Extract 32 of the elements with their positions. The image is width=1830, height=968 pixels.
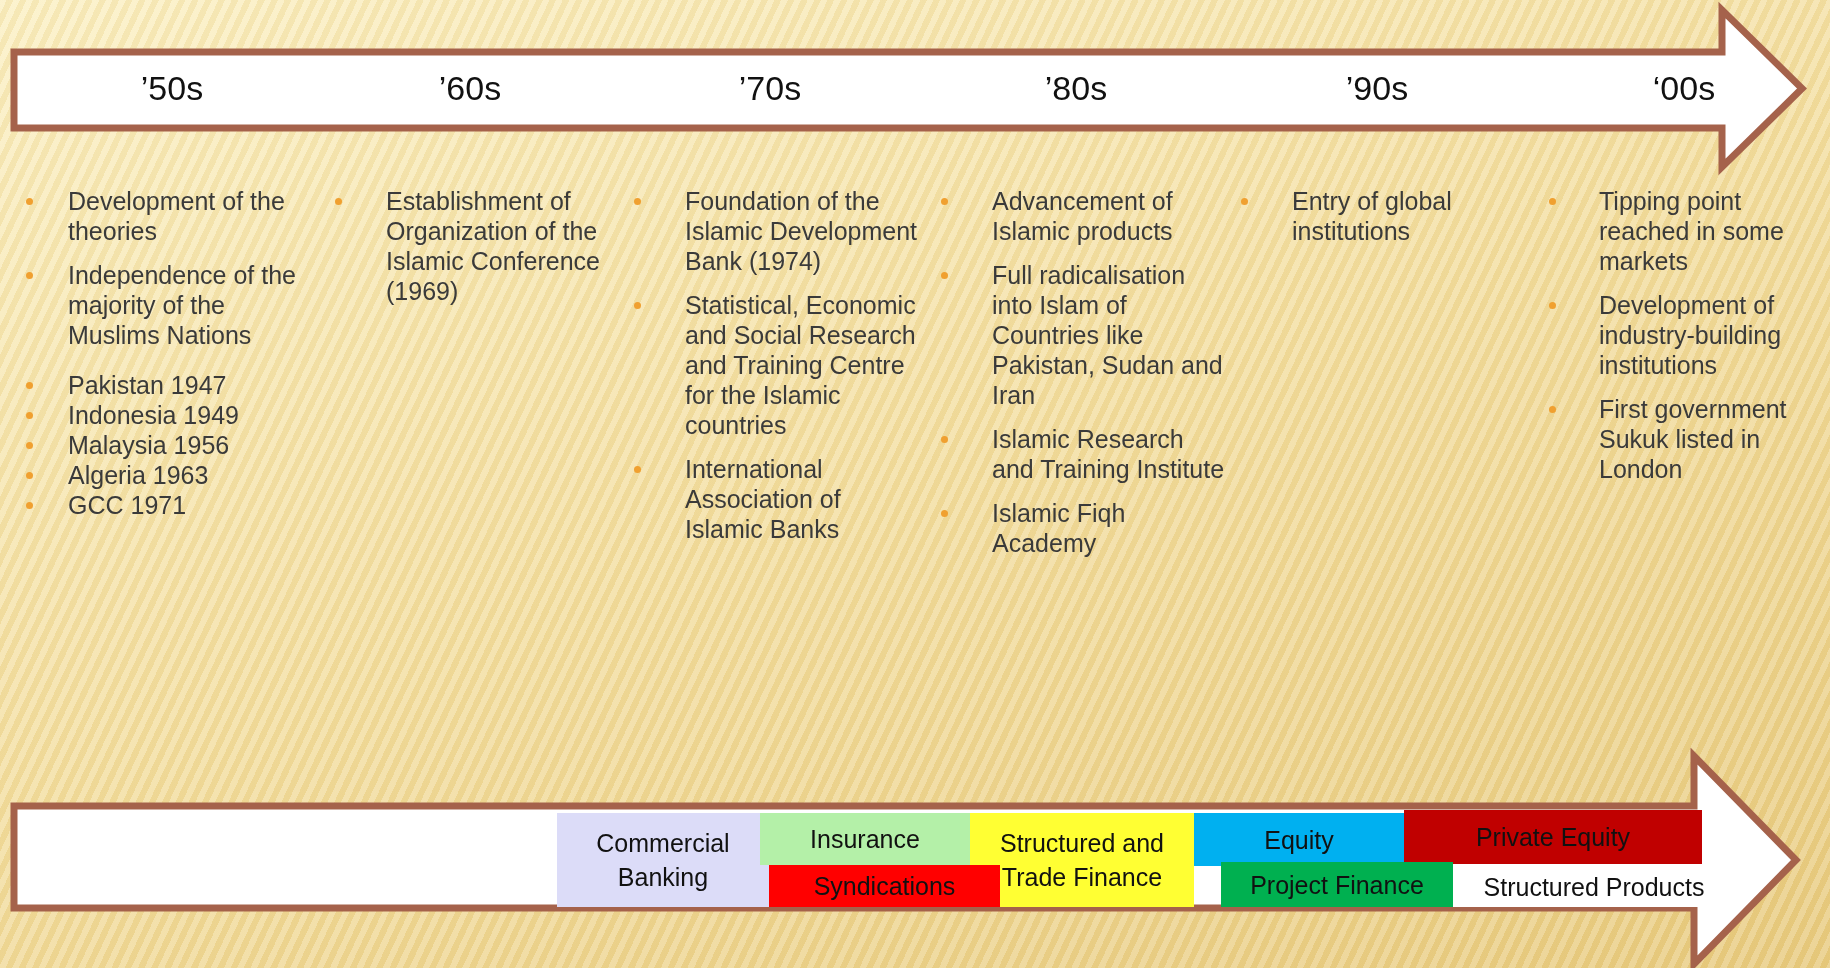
decade-label: ’50s [140,68,204,108]
bullet-text: Statistical, Economic and Social Research and Training Centre for the Islamic countries [685,290,917,440]
product-box: Insurance [760,813,970,865]
bullet-text: Establishment of Organization of the Islamic Conference (1969) [386,186,601,306]
bullet-text: Malaysia 1956 [68,430,231,460]
bullet-text: Development of industry-building institutions [1599,290,1783,380]
bullet-text: Advancement of Islamic products [992,186,1174,246]
product-box: Equity [1194,813,1404,866]
bullet-text: Full radicalisation into Islam of Countries like Pakistan, Sudan and Iran [992,260,1224,410]
product-box: Syndications [769,865,1000,907]
decade-label: ‘00s [1652,68,1716,108]
bullet-text: International Association of Islamic Banks [685,454,842,544]
bullet-text: Pakistan 1947 [68,370,228,400]
decade-label: ’90s [1345,68,1409,108]
bullet-text: Entry of global institutions [1292,186,1453,246]
bullet-text: Tipping point reached in some markets [1599,186,1785,276]
product-box: Structured and Trade Finance [970,813,1194,907]
bullet-text: First government Sukuk listed in London [1599,394,1788,484]
product-box: Project Finance [1221,862,1453,907]
bullet-text: Algeria 1963 [68,460,210,490]
bullet-text: GCC 1971 [68,490,188,520]
bullet-text: Islamic Fiqh Academy [992,498,1127,558]
decade-label: ’70s [738,68,802,108]
product-box: Private Equity [1404,810,1702,864]
product-box: Commercial Banking [557,813,769,907]
bullet-text: Development of the theories [68,186,286,246]
bullet-text: Foundation of the Islamic Development Bank (1974) [685,186,919,276]
decade-label: ’80s [1044,68,1108,108]
bullet-text: Indonesia 1949 [68,400,240,430]
decade-label: ’60s [438,68,502,108]
bullet-text: Independence of the majority of the Muslims Nations [68,260,297,350]
bullet-text: Islamic Research and Training Institute [992,424,1226,484]
